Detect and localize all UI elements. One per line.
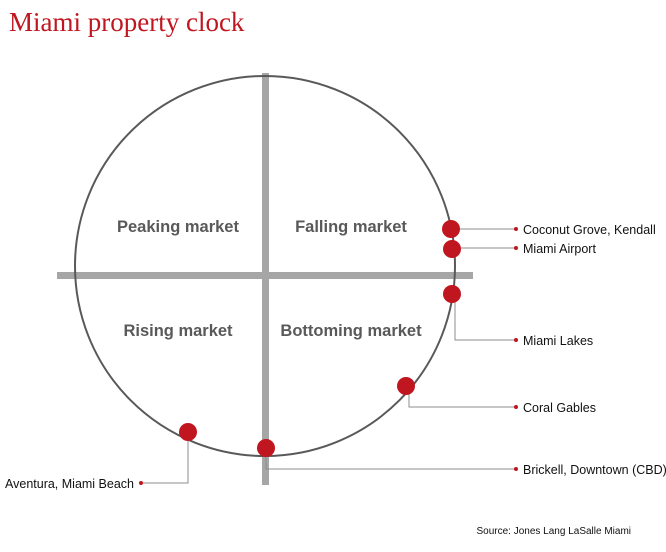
quadrant-bottoming-market: Bottoming market: [280, 322, 422, 340]
label-coconut-grove: Coconut Grove, Kendall: [523, 223, 656, 237]
marker-coconut-grove: [442, 220, 460, 238]
marker-coral-gables: [397, 377, 415, 395]
quadrant-peaking-market: Peaking market: [117, 218, 239, 236]
connector-miami-lakes: [454, 301, 516, 341]
label-coral-gables: Coral Gables: [523, 401, 596, 415]
marker-brickell: [257, 439, 275, 457]
marker-aventura: [179, 423, 197, 441]
quadrant-rising-market: Rising market: [123, 322, 233, 340]
label-brickell: Brickell, Downtown (CBD): [523, 463, 666, 477]
connector-coral-gables: [408, 393, 516, 408]
label-miami-lakes: Miami Lakes: [523, 334, 593, 348]
end-dot-brickell: [514, 467, 518, 471]
connector-aventura: [141, 439, 189, 484]
end-dot-coconut-grove: [514, 227, 518, 231]
end-dot-miami-airport: [514, 246, 518, 250]
marker-miami-lakes: [443, 285, 461, 303]
label-aventura: Aventura, Miami Beach: [5, 477, 134, 491]
label-miami-airport: Miami Airport: [523, 242, 596, 256]
end-dot-coral-gables: [514, 405, 518, 409]
end-dot-miami-lakes: [514, 338, 518, 342]
chart-title: Miami property clock: [9, 7, 245, 37]
connector-brickell: [265, 455, 516, 470]
end-dot-aventura: [139, 481, 143, 485]
quadrant-falling-market: Falling market: [295, 218, 407, 236]
source-note: Source: Jones Lang LaSalle Miami: [476, 526, 631, 537]
horizontal-axis: [57, 272, 473, 279]
marker-miami-airport: [443, 240, 461, 258]
